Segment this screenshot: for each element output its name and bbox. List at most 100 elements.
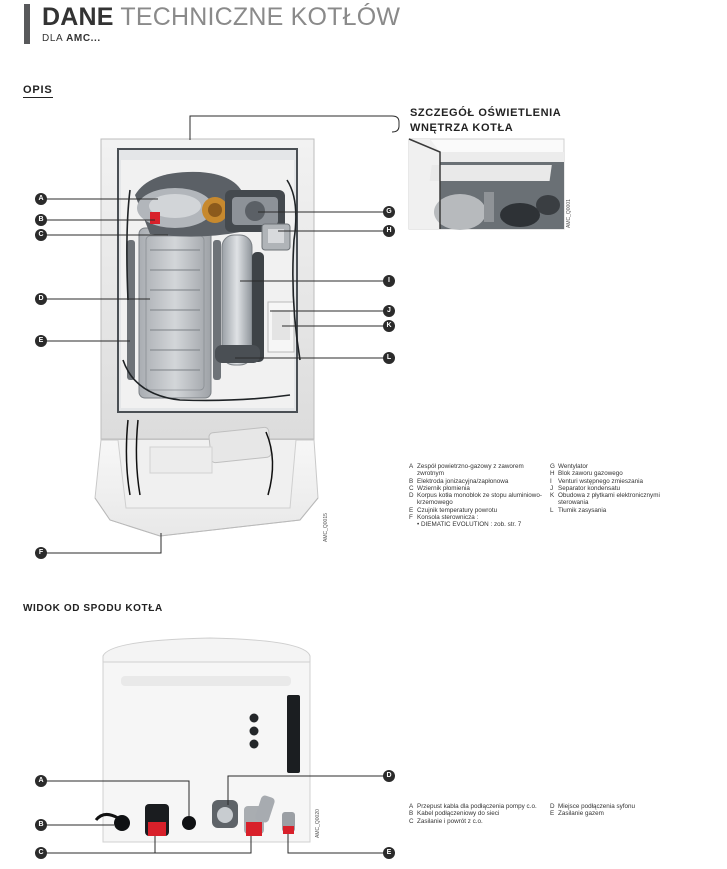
- fan: [225, 190, 285, 232]
- callout-marker: E: [35, 335, 47, 347]
- legend-text: Przepust kabla dla podłączenia pompy c.o…: [417, 803, 537, 810]
- callout-marker: L: [383, 352, 395, 364]
- legend-key: G: [550, 463, 555, 470]
- detail-title: SZCZEGÓŁ OŚWIETLENIA WNĘTRZA KOTŁA: [410, 106, 561, 136]
- bottom-view-boiler: [94, 637, 311, 843]
- legend-key: I: [550, 477, 552, 485]
- legend-text: Wziernik płomienia: [417, 484, 470, 492]
- page-title: DANE TECHNICZNE KOTŁÓW: [42, 2, 400, 32]
- legend-key: H: [550, 470, 555, 478]
- legend-text: Czujnik temperatury powrotu: [417, 506, 498, 514]
- callout-marker: D: [383, 770, 395, 782]
- legend-key: J: [550, 484, 554, 492]
- legend-item: L Tłumik zasysania: [550, 507, 680, 514]
- page-subtitle-model: AMC...: [66, 33, 101, 44]
- callout-marker: I: [383, 275, 395, 287]
- control-console: [94, 419, 319, 537]
- callout-marker: J: [383, 305, 395, 317]
- legend-key: E: [550, 810, 555, 818]
- callout-letter: D: [386, 772, 392, 779]
- legend-key: D: [409, 492, 414, 500]
- legend-text: Konsola sterownicza :: [417, 514, 479, 522]
- legend-key: B: [409, 477, 414, 485]
- legend-key: B: [409, 810, 414, 818]
- legend-text: Kabel podłączeniowy do sieci: [417, 810, 500, 818]
- callout-marker: H: [383, 225, 395, 237]
- figure-ref-bottom: AMC_Q0020: [315, 809, 321, 838]
- callout-letter: A: [38, 195, 44, 202]
- legend-key: C: [409, 484, 414, 492]
- page-subtitle-prefix: DLA: [42, 33, 63, 44]
- callout-letter: C: [38, 849, 44, 856]
- legend-text: Separator kondensatu: [558, 484, 620, 492]
- electronics-housing: [267, 301, 295, 353]
- callout-marker: A: [35, 775, 47, 787]
- callout-letter: E: [38, 337, 44, 344]
- legend-item: J Separator kondensatu: [550, 485, 680, 492]
- callout-marker: K: [383, 320, 395, 332]
- callout-letter: D: [38, 295, 44, 302]
- callout-marker: B: [35, 214, 47, 226]
- legend-text: Zespół powietrzno-gazowy z zaworem zwrot…: [417, 463, 524, 478]
- detail-photo: [408, 138, 565, 230]
- legend-key: F: [409, 514, 413, 522]
- callout-letter: H: [386, 227, 392, 234]
- figure-ref-main: AMC_Q0015: [323, 513, 329, 542]
- callout-letter: J: [387, 307, 391, 314]
- page-subtitle: DLA AMC...: [42, 33, 101, 44]
- legend-text: Obudowa z płytkami elektronicznymi stero…: [558, 492, 660, 507]
- detail-title-line2: WNĘTRZA KOTŁA: [410, 122, 514, 134]
- air-gas-unit: [135, 171, 245, 237]
- header-accent-bar: [24, 4, 30, 44]
- page-title-bold: DANE: [42, 3, 114, 31]
- legend-key: [409, 521, 417, 528]
- legend-item: • DIEMATIC EVOLUTION : zob. str. 7: [409, 521, 551, 528]
- callout-marker: G: [383, 206, 395, 218]
- legend-text: Blok zaworu gazowego: [558, 470, 623, 478]
- callout-marker: D: [35, 293, 47, 305]
- legend-key: K: [550, 492, 555, 500]
- section-heading-opis: OPIS: [23, 84, 53, 98]
- legend-text: Miejsce podłączenia syfonu: [558, 803, 636, 810]
- callout-letter: E: [386, 849, 392, 856]
- callout-lines-top: [46, 115, 392, 554]
- callout-marker: F: [35, 547, 47, 559]
- legend-key: A: [409, 803, 414, 810]
- callout-lines-bottom: [46, 775, 385, 854]
- callout-letter: B: [38, 821, 44, 828]
- legend-key: L: [550, 506, 554, 514]
- callout-marker: C: [35, 229, 47, 241]
- callout-marker: A: [35, 193, 47, 205]
- section-heading-bottom-view: WIDOK OD SPODU KOTŁA: [23, 603, 163, 614]
- legend-key: E: [409, 506, 414, 514]
- page-title-light: TECHNICZNE KOTŁÓW: [120, 3, 401, 31]
- legend-text: Tłumik zasysania: [558, 506, 607, 514]
- callout-marker: E: [383, 847, 395, 859]
- callout-letter: C: [38, 231, 44, 238]
- callout-marker: B: [35, 819, 47, 831]
- legend-key: D: [550, 803, 555, 810]
- callout-letter: B: [38, 216, 44, 223]
- legend-text: • DIEMATIC EVOLUTION : zob. str. 7: [417, 521, 522, 529]
- callout-letter: I: [388, 277, 390, 284]
- callout-letter: L: [386, 354, 392, 361]
- callout-letter: F: [38, 549, 44, 556]
